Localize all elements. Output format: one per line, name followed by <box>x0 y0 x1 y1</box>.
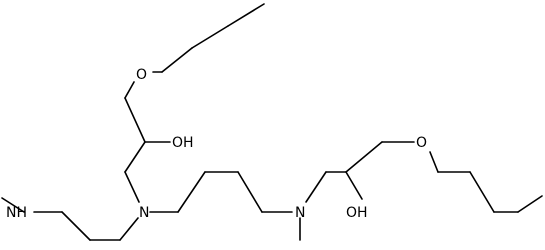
bond <box>345 171 363 200</box>
hydroxyl-top-label: OH <box>172 135 194 151</box>
bond <box>124 97 146 143</box>
bond <box>517 195 543 213</box>
bond <box>61 211 91 241</box>
bond <box>177 171 206 213</box>
bond <box>1 197 25 213</box>
hydroxyl-right-label: OH <box>346 205 368 221</box>
bond <box>237 171 263 213</box>
bond <box>345 141 383 173</box>
bond <box>227 3 265 27</box>
bond <box>124 81 135 99</box>
oxygen-right-label: O <box>416 135 427 151</box>
bond <box>161 47 193 73</box>
bond <box>124 171 140 203</box>
bond <box>124 141 146 173</box>
nitrogen-center-label: N <box>139 205 149 221</box>
nitrogen-right-label: N <box>295 205 305 221</box>
bond <box>469 171 495 213</box>
bond <box>119 217 139 241</box>
oxygen-top-label: O <box>136 67 147 83</box>
bond <box>191 25 229 49</box>
bond <box>429 151 439 173</box>
secondary-amine-label: NH <box>6 205 27 221</box>
bond <box>305 171 327 203</box>
